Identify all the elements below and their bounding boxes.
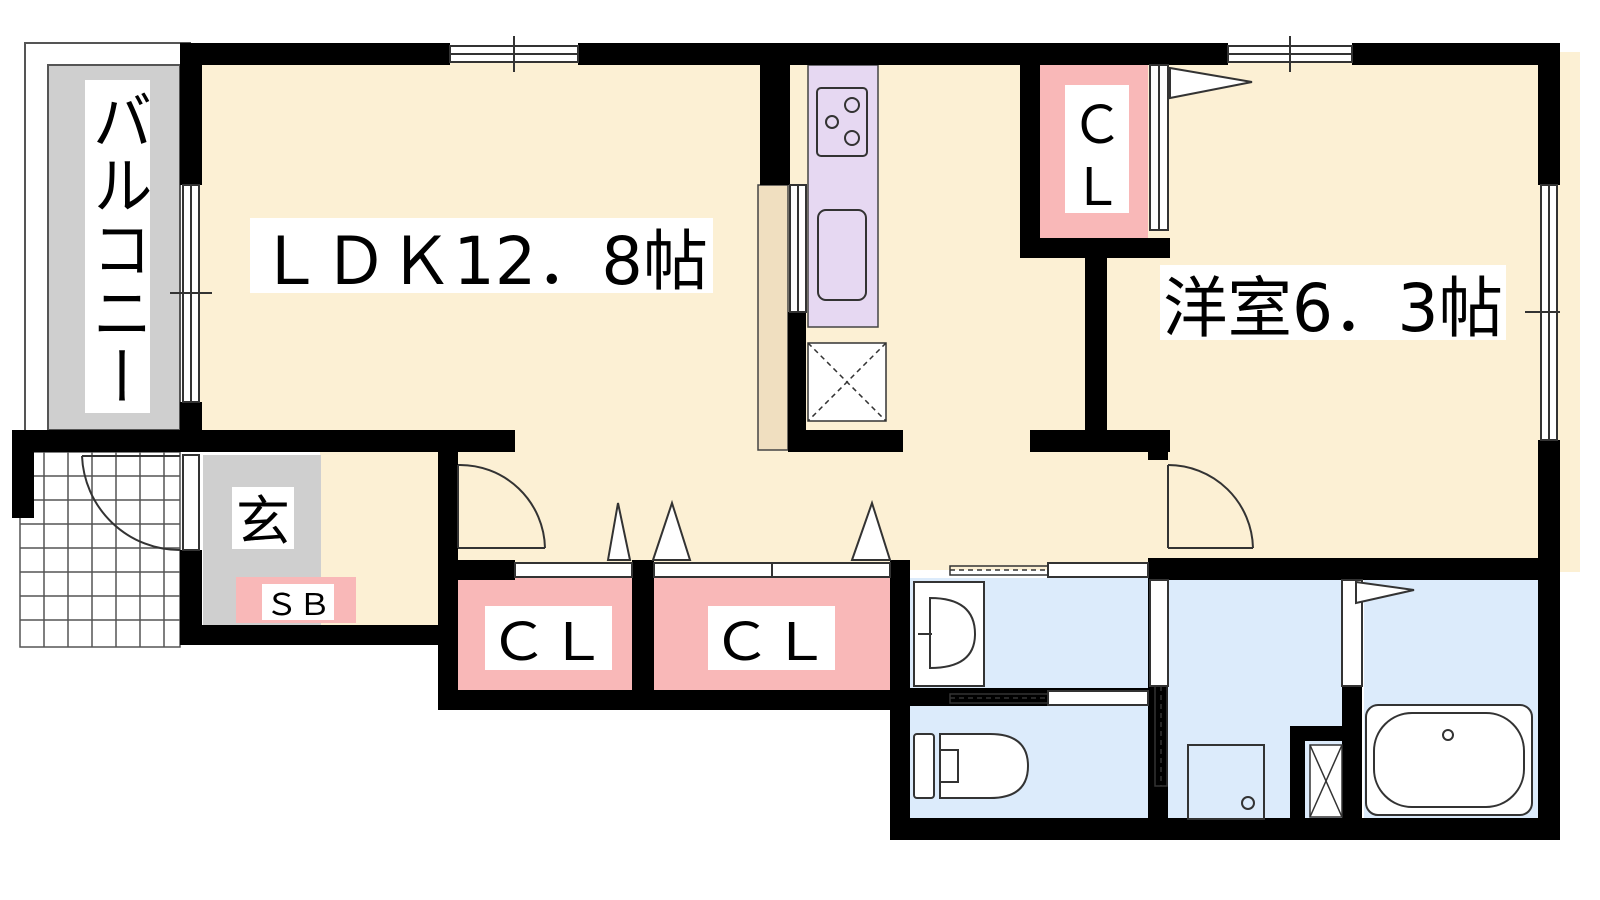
toilet-icon	[913, 733, 1030, 799]
ldk-label: ＬＤＫ12．8帖	[258, 223, 708, 300]
bathtub-icon	[1365, 704, 1533, 816]
walls	[12, 43, 1560, 840]
shoe-box-label: ＳＢ	[265, 588, 331, 623]
door-swings	[81, 66, 1415, 605]
porch-tiles	[19, 451, 181, 648]
windows	[170, 36, 1560, 706]
stove-icon	[816, 87, 868, 157]
shaft-icon	[1309, 744, 1343, 818]
label-backgrounds	[85, 80, 1506, 670]
refrigerator-space-icon	[807, 342, 887, 422]
closet-right-label: ＣＬ	[712, 613, 830, 673]
door-dashes	[949, 565, 1168, 787]
entrance-label: 玄	[236, 490, 290, 553]
balcony-label: バルコニー	[82, 88, 152, 408]
closet-left-label: ＣＬ	[489, 613, 607, 673]
washing-machine-space-icon	[1187, 744, 1265, 820]
sink-icon	[817, 209, 867, 301]
ldk-hall-floor	[450, 440, 1160, 570]
bar-counter	[757, 184, 789, 451]
western-room-label: 洋室6．3帖	[1163, 270, 1503, 347]
closet-bedroom-label-top: Ｃ	[1071, 96, 1123, 156]
washbasin-icon	[913, 581, 985, 687]
closet-bedroom-label-bottom: Ｌ	[1071, 158, 1123, 218]
